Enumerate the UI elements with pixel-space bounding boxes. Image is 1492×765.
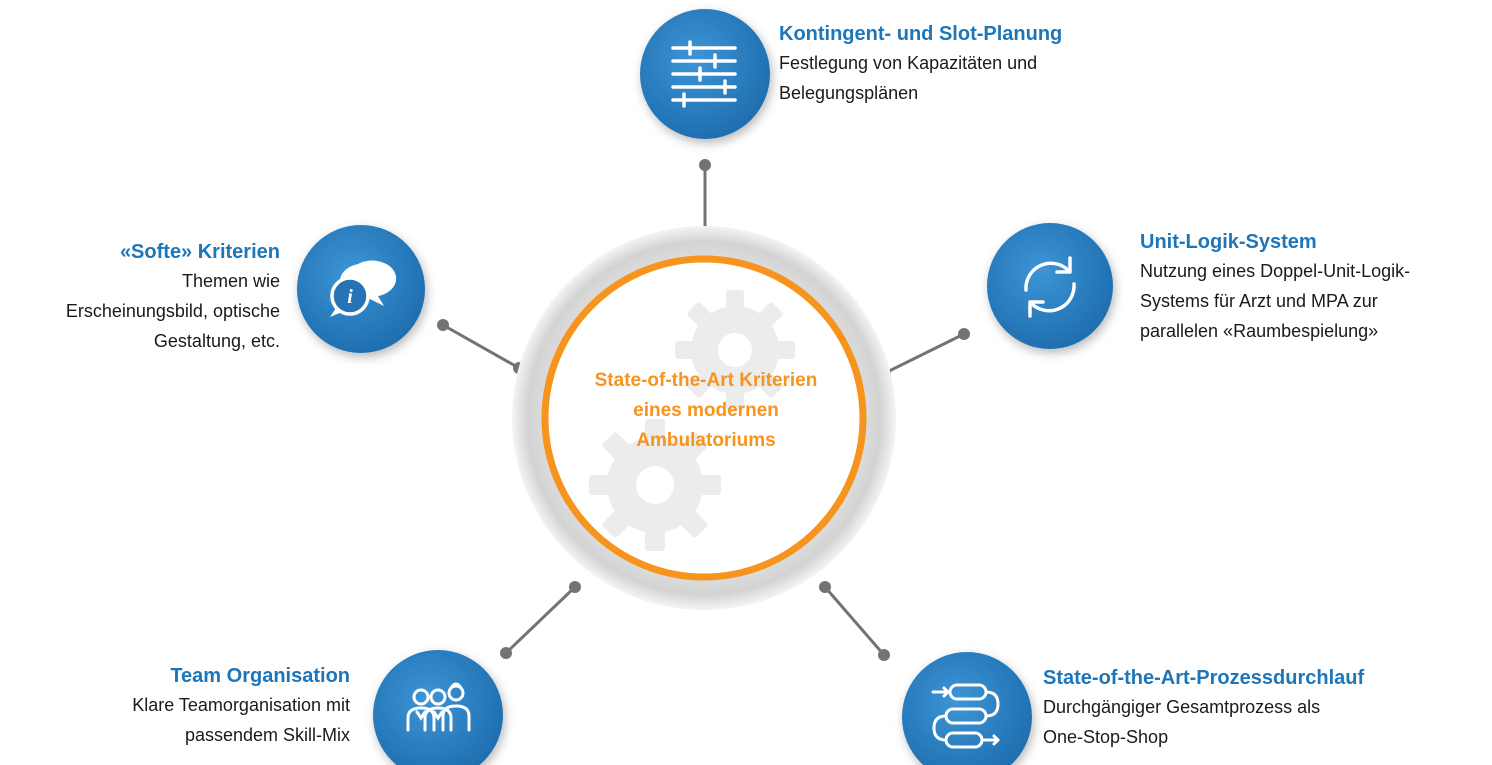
criterion-title: State-of-the-Art-Prozessdurchlauf [1043, 667, 1365, 689]
criterion-description-line: One-Stop-Shop [1043, 727, 1169, 747]
connector-right [884, 332, 965, 375]
connector-dot [878, 649, 890, 661]
criterion-team: Team Organisation Klare Teamorganisation… [0, 662, 350, 750]
connector-dot [958, 328, 970, 340]
connector-left [442, 323, 520, 370]
center-title-line: eines modernen [633, 400, 779, 421]
criterion-description-line: parallelen «Raumbespielung» [1140, 321, 1379, 341]
criterion-kontingent: Kontingent- und Slot-Planung Festlegung … [779, 20, 1062, 108]
info-chat-icon: i [330, 260, 397, 317]
criterion-title: Unit-Logik-System [1140, 231, 1317, 253]
criterion-description-line: passendem Skill-Mix [184, 725, 350, 745]
connector-dot [819, 581, 831, 593]
criterion-description-line: Festlegung von Kapazitäten und [779, 53, 1038, 73]
bubble-prozess [902, 652, 1032, 765]
connector-dot [500, 647, 512, 659]
bubble-unit [987, 223, 1113, 349]
criterion-description-line: Durchgängiger Gesamtprozess als [1043, 697, 1321, 717]
criterion-unit: Unit-Logik-System Nutzung eines Doppel-U… [1140, 228, 1410, 346]
sliders-icon [671, 40, 737, 108]
connector-bottom-right [823, 586, 886, 656]
criterion-prozess: State-of-the-Art-Prozessdurchlauf Durchg… [1043, 664, 1364, 752]
criterion-description-line: Belegungsplänen [779, 83, 919, 103]
center-title-line: State-of-the-Art Kriterien [594, 370, 818, 391]
criterion-title: Kontingent- und Slot-Planung [779, 23, 1063, 45]
svg-text:i: i [347, 286, 353, 308]
team-icon [406, 682, 471, 732]
criterion-description-line: Nutzung eines Doppel-Unit-Logik- [1140, 261, 1411, 281]
criterion-description-line: Gestaltung, etc. [153, 331, 280, 351]
criterion-description-line: Erscheinungsbild, optische [65, 301, 280, 321]
refresh-icon [1024, 256, 1076, 318]
connector-dot [699, 159, 711, 171]
bubble-team [373, 650, 503, 765]
connector-dot [437, 319, 449, 331]
criterion-description-line: Klare Teamorganisation mit [132, 695, 350, 715]
criterion-softe: «Softe» Kriterien Themen wie Erscheinung… [0, 238, 280, 356]
center-title: State-of-the-Art Kriterien eines moderne… [546, 366, 866, 456]
criterion-description-line: Systems für Arzt und MPA zur [1140, 291, 1378, 311]
connector-dot [569, 581, 581, 593]
process-flow-icon [931, 683, 1000, 749]
connector-bottom-left [504, 585, 577, 655]
criterion-description-line: Themen wie [181, 271, 280, 291]
bubble-softe: i [297, 225, 425, 353]
bubble-kontingent [640, 9, 770, 139]
criterion-title: Team Organisation [170, 665, 350, 687]
center-title-line: Ambulatoriums [636, 430, 776, 451]
gears-watermark [589, 290, 795, 551]
criterion-title: «Softe» Kriterien [119, 241, 280, 263]
center-hub [512, 226, 896, 610]
